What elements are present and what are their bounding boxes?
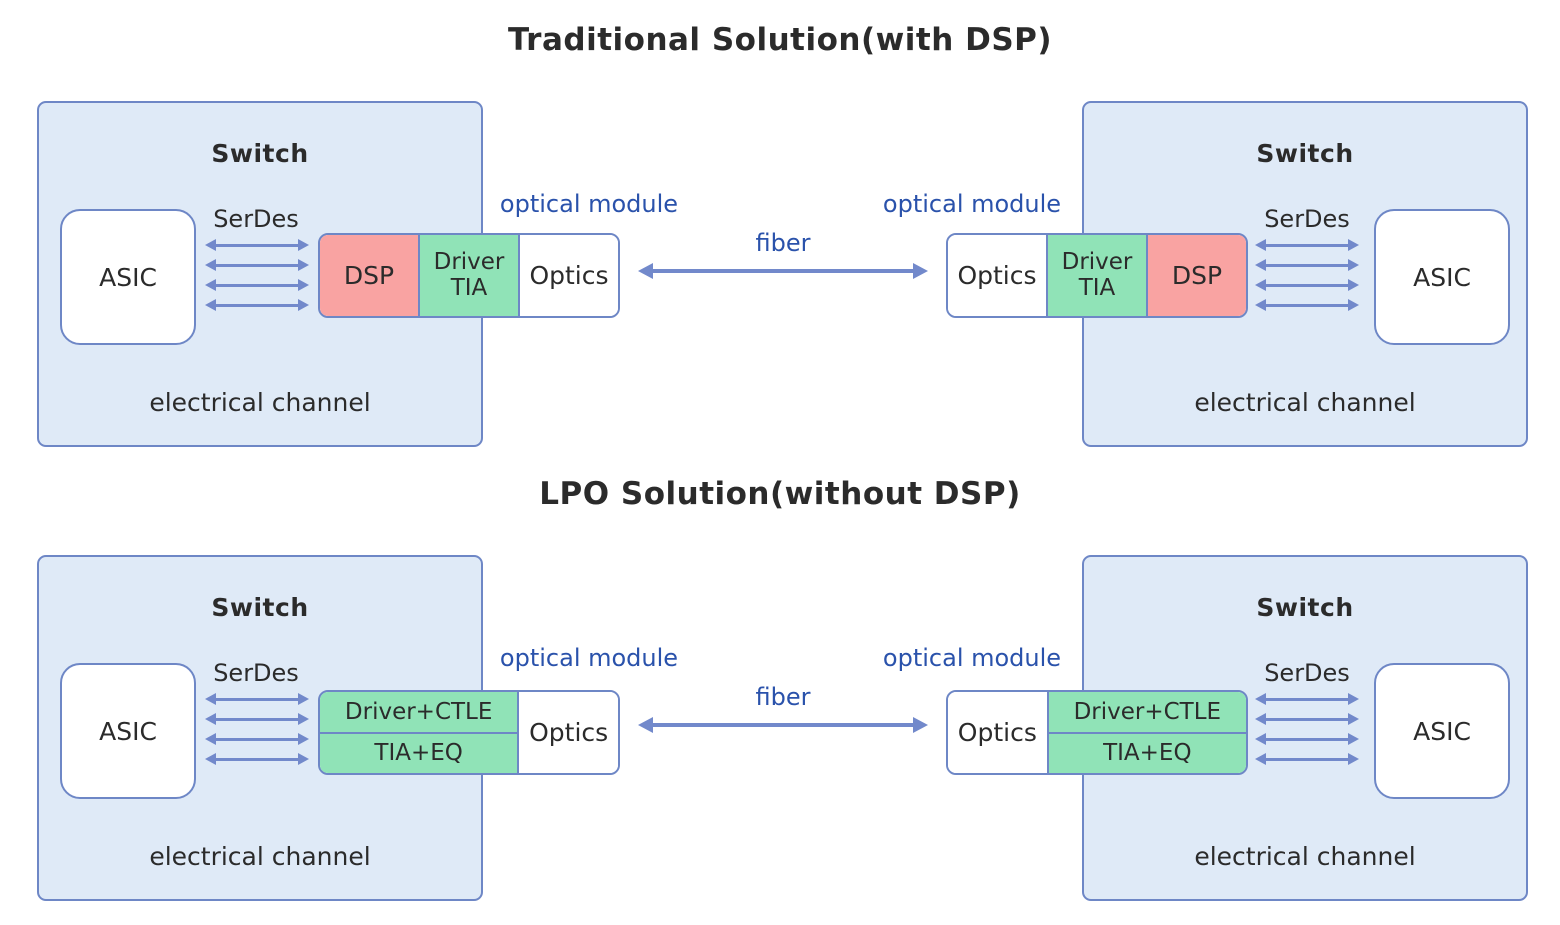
tia-label: TIA	[1078, 274, 1116, 301]
serdes-double-arrow-icon	[1255, 239, 1359, 251]
electrical-channel-label: electrical channel	[149, 842, 371, 871]
tia-eq-block: TIA+EQ	[320, 731, 518, 774]
traditional-section-title: Traditional Solution(with DSP)	[507, 22, 1053, 58]
driver-ctle-block: Driver+CTLE	[1049, 692, 1246, 732]
asic-chip: ASIC	[60, 209, 196, 345]
optics-block: Optics	[517, 692, 618, 773]
serdes-label: SerDes	[1264, 205, 1350, 233]
optics-label: Optics	[957, 718, 1037, 747]
serdes-double-arrow-icon	[1255, 259, 1359, 271]
fiber-double-arrow-icon	[638, 717, 928, 733]
switch-title: Switch	[211, 139, 309, 168]
optics-label: Optics	[529, 718, 609, 747]
serdes-double-arrow-icon	[205, 693, 309, 705]
driver-ctle-block: Driver+CTLE	[320, 692, 517, 732]
serdes-double-arrow-icon	[205, 753, 309, 765]
serdes-label: SerDes	[213, 205, 299, 233]
dsp-block: DSP	[1146, 235, 1246, 316]
asic-chip: ASIC	[1374, 663, 1510, 799]
serdes-double-arrow-icon	[1255, 279, 1359, 291]
optics-label: Optics	[957, 261, 1037, 290]
serdes-double-arrow-icon	[205, 713, 309, 725]
tia-eq-label: TIA+EQ	[374, 740, 463, 767]
optics-label: Optics	[529, 261, 609, 290]
fiber-double-arrow-icon	[638, 263, 928, 279]
serdes-double-arrow-icon	[1255, 693, 1359, 705]
driver-label: Driver	[1061, 248, 1133, 275]
driver-ctle-label: Driver+CTLE	[1073, 698, 1222, 725]
driver-ctle-label: Driver+CTLE	[344, 698, 493, 725]
serdes-label: SerDes	[1264, 659, 1350, 687]
serdes-double-arrow-icon	[205, 279, 309, 291]
driver-tia-block: Driver TIA	[418, 235, 518, 316]
electrical-channel-label: electrical channel	[1194, 842, 1416, 871]
dsp-block: DSP	[320, 235, 418, 316]
serdes-double-arrow-icon	[1255, 733, 1359, 745]
asic-label: ASIC	[99, 262, 157, 292]
lpo-section-title: LPO Solution(without DSP)	[539, 476, 1021, 512]
electrical-channel-label: electrical channel	[149, 388, 371, 417]
switch-title: Switch	[1256, 593, 1354, 622]
fiber-label: fiber	[755, 683, 811, 711]
optical-module-label: optical module	[499, 644, 679, 672]
serdes-double-arrow-icon	[1255, 753, 1359, 765]
analog-stack: Driver+CTLE TIA+EQ	[1046, 692, 1246, 774]
fiber-label: fiber	[755, 229, 811, 257]
switch-title: Switch	[1256, 139, 1354, 168]
optics-block: Optics	[518, 235, 618, 316]
optical-module-label: optical module	[882, 644, 1062, 672]
analog-stack: Driver+CTLE TIA+EQ	[320, 692, 518, 774]
serdes-double-arrow-icon	[205, 299, 309, 311]
driver-label: Driver	[433, 248, 505, 275]
switch-title: Switch	[211, 593, 309, 622]
serdes-double-arrow-icon	[1255, 713, 1359, 725]
optical-module-label: optical module	[882, 190, 1062, 218]
dsp-label: DSP	[343, 261, 395, 290]
optical-module-box: DSP Driver TIA Optics	[318, 233, 620, 318]
serdes-double-arrow-icon	[205, 733, 309, 745]
dsp-label: DSP	[1171, 261, 1223, 290]
serdes-double-arrow-icon	[205, 239, 309, 251]
tia-label: TIA	[450, 274, 488, 301]
lpo-optical-module-box: Driver+CTLE TIA+EQ Optics	[318, 690, 620, 775]
serdes-label: SerDes	[213, 659, 299, 687]
driver-tia-block: Driver TIA	[1046, 235, 1146, 316]
driver-tia-label: Driver TIA	[1061, 248, 1133, 302]
tia-eq-label: TIA+EQ	[1103, 740, 1192, 767]
asic-label: ASIC	[1413, 262, 1471, 292]
optical-module-box: Optics Driver TIA DSP	[946, 233, 1248, 318]
serdes-double-arrow-icon	[1255, 299, 1359, 311]
asic-label: ASIC	[99, 716, 157, 746]
lpo-optical-module-box: Optics Driver+CTLE TIA+EQ	[946, 690, 1248, 775]
serdes-double-arrow-icon	[205, 259, 309, 271]
optical-module-label: optical module	[499, 190, 679, 218]
optics-block: Optics	[948, 235, 1046, 316]
tia-eq-block: TIA+EQ	[1048, 731, 1246, 774]
electrical-channel-label: electrical channel	[1194, 388, 1416, 417]
optics-block: Optics	[948, 692, 1047, 773]
asic-chip: ASIC	[60, 663, 196, 799]
driver-tia-label: Driver TIA	[433, 248, 505, 302]
asic-label: ASIC	[1413, 716, 1471, 746]
asic-chip: ASIC	[1374, 209, 1510, 345]
